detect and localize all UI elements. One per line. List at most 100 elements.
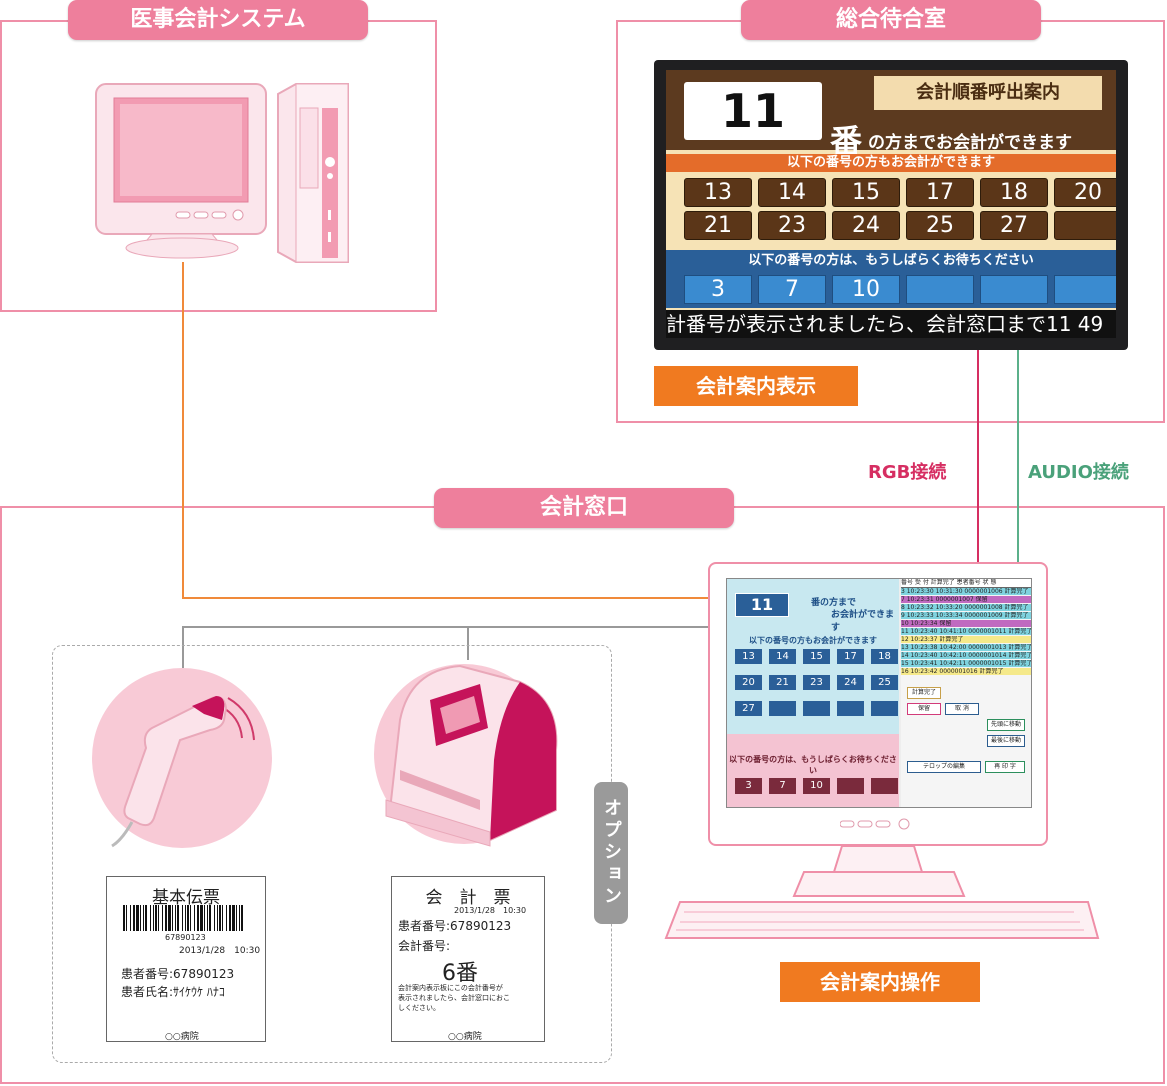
basic-ticket-hospital: ○○病院 bbox=[165, 1032, 199, 1042]
display-guide-title: 会計順番呼出案内 bbox=[874, 76, 1102, 110]
operation-table-row[interactable]: 12 10:23:37 計算完了 bbox=[901, 636, 1031, 643]
barcode-bar bbox=[222, 905, 223, 931]
barcode-bar bbox=[143, 905, 144, 931]
operation-table-row[interactable]: 16 10:23:42 0000001016 計算完了 bbox=[901, 668, 1031, 675]
operation-wait-number[interactable] bbox=[871, 778, 898, 794]
operation-wait-heading: 以下の番号の方は、もうしばらくお待ちください bbox=[729, 755, 897, 775]
basic-ticket: 基本伝票 67890123 2013/1/28 10:30 患者番号:67890… bbox=[106, 876, 266, 1042]
op-btn-telop[interactable]: テロップの編集 bbox=[907, 761, 981, 773]
operation-ready-number[interactable]: 27 bbox=[735, 701, 762, 716]
op-btn-complete[interactable]: 計算完了 bbox=[907, 687, 941, 699]
display-ready-number: 21 bbox=[684, 211, 752, 240]
barcode-bar bbox=[140, 905, 141, 931]
op-btn-move-top[interactable]: 先頭に移動 bbox=[987, 719, 1025, 731]
operation-table-row[interactable]: 7 10:23:31 0000001007 保留 bbox=[901, 596, 1031, 603]
operation-ready-number[interactable]: 15 bbox=[803, 649, 830, 664]
display-wait-number: 3 bbox=[684, 275, 752, 304]
barcode-bar bbox=[229, 905, 231, 931]
system-link-line bbox=[182, 262, 708, 599]
basic-ticket-patient-name: 患者氏名:ｻｲｹｳｹ ﾊﾅｺ bbox=[121, 985, 225, 999]
display-ready-number: 13 bbox=[684, 178, 752, 207]
operation-table-row[interactable]: 10 10:23:34 保留 bbox=[901, 620, 1031, 627]
operation-banner-line1: 番の方まで bbox=[811, 598, 857, 608]
barcode-bar bbox=[165, 905, 167, 931]
operation-wait-number[interactable]: 10 bbox=[803, 778, 830, 794]
operation-table-row[interactable]: 13 10:23:38 10:42:00 0000001013 計算完了 bbox=[901, 644, 1031, 651]
operation-ready-number[interactable] bbox=[837, 701, 864, 716]
accounting-ticket-acc-label: 会計番号: bbox=[398, 939, 451, 953]
barcode-bar bbox=[239, 905, 240, 931]
barcode-bar bbox=[126, 905, 127, 931]
barcode-bar bbox=[136, 905, 139, 931]
barcode-bar bbox=[158, 905, 159, 931]
accounting-ticket-note1: 会計案内表示板にこの会計番号が bbox=[398, 984, 503, 992]
operation-ready-number[interactable]: 13 bbox=[735, 649, 762, 664]
operation-ready-number[interactable]: 18 bbox=[871, 649, 898, 664]
operation-ready-number[interactable]: 14 bbox=[769, 649, 796, 664]
operation-ready-number[interactable]: 25 bbox=[871, 675, 898, 690]
operation-ready-number[interactable]: 20 bbox=[735, 675, 762, 690]
operation-table-row[interactable]: 3 10:23:30 10:31:30 0000001006 計算完了 bbox=[901, 588, 1031, 595]
display-wait-number: 7 bbox=[758, 275, 826, 304]
barcode-bar bbox=[187, 905, 189, 931]
operation-ready-number[interactable] bbox=[803, 701, 830, 716]
display-ready-number: 20 bbox=[1054, 178, 1116, 207]
display-wait-number bbox=[980, 275, 1048, 304]
operation-ready-number[interactable]: 24 bbox=[837, 675, 864, 690]
operation-ready-number[interactable]: 17 bbox=[837, 649, 864, 664]
basic-ticket-patient-no: 患者番号:67890123 bbox=[121, 967, 235, 981]
barcode-bar bbox=[190, 905, 191, 931]
operation-table-row[interactable]: 8 10:23:32 10:33:20 0000001008 計算完了 bbox=[901, 604, 1031, 611]
operation-ready-number[interactable] bbox=[871, 701, 898, 716]
op-btn-move-bottom[interactable]: 最後に移動 bbox=[987, 735, 1025, 747]
rgb-label: RGB接続 bbox=[868, 462, 947, 483]
barcode-bar bbox=[172, 905, 173, 931]
display-ready-number: 17 bbox=[906, 178, 974, 207]
display-wait-number bbox=[906, 275, 974, 304]
display-ready-number: 14 bbox=[758, 178, 826, 207]
op-btn-hold[interactable]: 保留 bbox=[907, 703, 941, 715]
accounting-ticket-acc-number: 6番 bbox=[442, 961, 478, 986]
basic-ticket-title: 基本伝票 bbox=[152, 888, 220, 908]
operation-wait-number[interactable]: 7 bbox=[769, 778, 796, 794]
operation-wait-number[interactable] bbox=[837, 778, 864, 794]
display-ready-number bbox=[1054, 211, 1116, 240]
barcode-bar bbox=[155, 905, 157, 931]
operation-table-header: 番号 受 付 計算完了 患者番号 状 態 bbox=[901, 579, 1031, 588]
display-ready-number: 18 bbox=[980, 178, 1048, 207]
operation-table-row[interactable]: 15 10:23:41 10:42:11 0000001015 計算完了 bbox=[901, 660, 1031, 667]
barcode-bar bbox=[194, 905, 195, 931]
barcode-bar bbox=[232, 905, 235, 931]
display-ready-number: 23 bbox=[758, 211, 826, 240]
operation-ready-number[interactable]: 23 bbox=[803, 675, 830, 690]
accounting-ticket-title: 会 計 票 bbox=[425, 888, 511, 908]
display-current-number: 11 bbox=[684, 82, 822, 140]
op-btn-reprint[interactable]: 再 印 字 bbox=[985, 761, 1025, 773]
operation-table-row[interactable]: 11 10:23:40 10:41:10 0000001011 計算完了 bbox=[901, 628, 1031, 635]
counter-label: 会計窓口 bbox=[434, 488, 734, 528]
barcode-bar bbox=[133, 905, 135, 931]
accounting-system-label: 医事会計システム bbox=[68, 0, 368, 40]
barcode-scanner-icon bbox=[111, 696, 255, 848]
operation-table-row[interactable]: 14 10:23:40 10:42:10 0000001014 計算完了 bbox=[901, 652, 1031, 659]
accounting-ticket-note3: しください。 bbox=[398, 1004, 440, 1012]
ticket-printer-icon bbox=[385, 664, 558, 847]
barcode-bar bbox=[177, 905, 179, 931]
option-label: オプション bbox=[594, 782, 628, 924]
barcode-bar bbox=[207, 905, 208, 931]
basic-ticket-datetime: 2013/1/28 10:30 bbox=[179, 946, 261, 956]
barcode-bar bbox=[162, 905, 163, 931]
op-btn-cancel[interactable]: 取 消 bbox=[945, 703, 979, 715]
barcode-number: 67890123 bbox=[165, 933, 206, 942]
operation-ready-number[interactable] bbox=[769, 701, 796, 716]
operation-ready-number[interactable]: 21 bbox=[769, 675, 796, 690]
barcode-bar bbox=[236, 905, 237, 931]
operation-ready-heading: 以下の番号の方もお会計ができます bbox=[749, 636, 877, 645]
barcode bbox=[123, 905, 243, 931]
operation-wait-number[interactable]: 3 bbox=[735, 778, 762, 794]
operation-table-row[interactable]: 9 10:23:33 10:33:34 0000001009 計算完了 bbox=[901, 612, 1031, 619]
